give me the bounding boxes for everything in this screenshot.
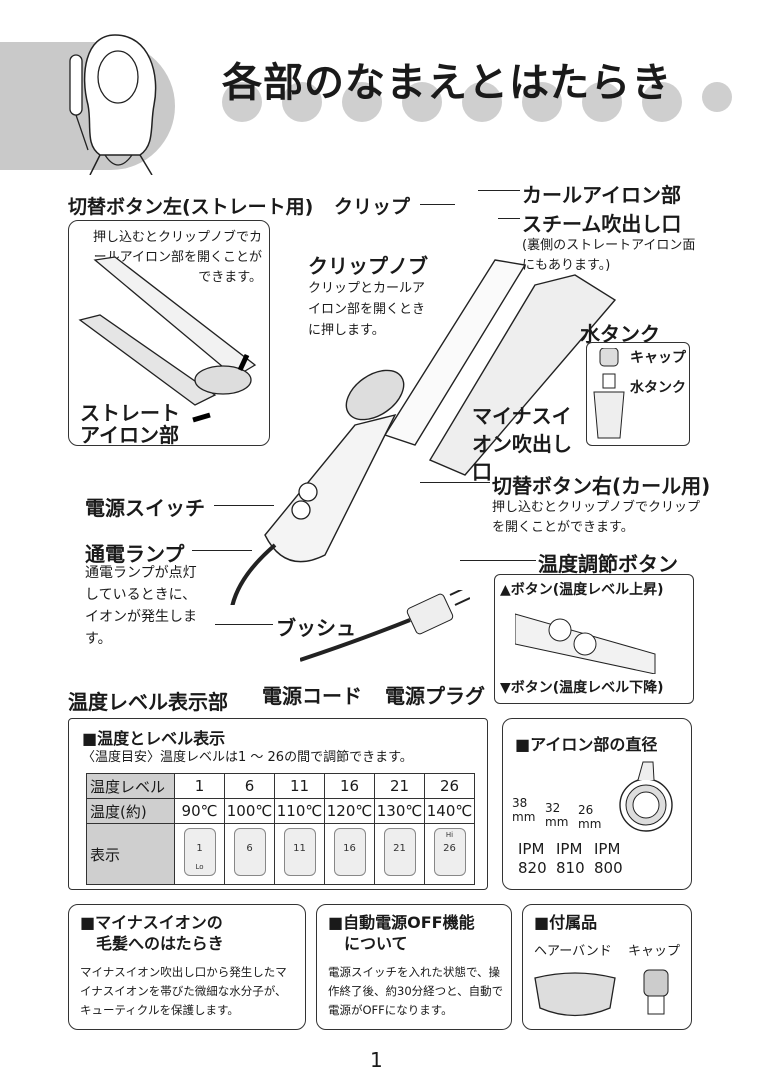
label-switch-right: 切替ボタン右(カール用) xyxy=(492,474,711,498)
level-cell: 11 xyxy=(274,773,325,799)
label-bush: ブッシュ xyxy=(276,616,356,640)
temp-button-illustration-icon xyxy=(515,613,656,674)
label-steam: スチーム吹出し口 xyxy=(522,212,682,236)
display-icon: 11 xyxy=(283,828,316,876)
label-curl-iron: カールアイロン部 xyxy=(522,183,681,207)
temp-cell: 110℃ xyxy=(274,798,325,824)
temp-cell: 100℃ xyxy=(224,798,275,824)
label-minus-ion: マイナスイオン吹出し口 xyxy=(472,404,572,484)
label-cap: キャップ xyxy=(630,350,686,366)
temp-cell: 120℃ xyxy=(324,798,375,824)
level-cell: 16 xyxy=(324,773,375,799)
level-cell: 6 xyxy=(224,773,275,799)
steam-note: (裏側のストレートアイロン面にもあります。) xyxy=(522,238,696,273)
ion-box xyxy=(68,904,306,1030)
diameter-32: 32 mm xyxy=(545,801,569,829)
auto-off-box xyxy=(316,904,512,1030)
display-icon: 16 xyxy=(333,828,366,876)
accessory-cap: キャップ xyxy=(628,944,681,959)
inset-left-desc: 押し込むとクリップノブでカールアイロン部を開くことができます。 xyxy=(92,230,262,285)
diameter-26: 26 mm xyxy=(578,803,602,831)
ion-text: マイナスイオン吹出し口から発生したマイナスイオンを帯びた微細な水分子が、キューテ… xyxy=(80,965,287,1017)
btn-up-label: ▲ボタン(温度レベル上昇) xyxy=(500,582,664,598)
diameter-title: ■アイロン部の直径 xyxy=(515,735,658,754)
page-number: 1 xyxy=(370,1048,383,1072)
temp-table-subtitle: 〈温度目安〉温度レベルは1 ～ 26の間で調節できます。 xyxy=(82,750,413,765)
label-power-lamp: 通電ランプ xyxy=(85,542,185,566)
curling-iron-illustration-icon xyxy=(230,259,617,605)
iron-diameter-icon xyxy=(619,761,673,832)
label-straight-iron: ストレートアイロン部 xyxy=(80,401,180,447)
clip-knob-desc: クリップとカールアイロン部を開くときに押します。 xyxy=(308,281,426,338)
row-disp-label: 表示 xyxy=(86,823,175,885)
label-tank: 水タンク xyxy=(630,380,686,396)
auto-off-title: ■自動電源OFF機能 について xyxy=(328,913,475,953)
water-tank-icon xyxy=(593,348,625,439)
model-820: IPM 820 xyxy=(518,840,547,877)
temp-cell: 90℃ xyxy=(174,798,225,824)
level-cell: 1 xyxy=(174,773,225,799)
accessory-hairband: ヘアーバンド xyxy=(534,944,612,959)
accessories-title: ■付属品 xyxy=(534,913,598,932)
label-cord: 電源コード xyxy=(262,684,362,708)
btn-down-label: ▼ボタン(温度レベル下降) xyxy=(500,680,664,696)
temp-table-title: ■温度とレベル表示 xyxy=(82,729,226,748)
cap-icon xyxy=(643,969,669,1015)
label-switch-left: 切替ボタン左(ストレート用) xyxy=(68,196,314,218)
model-810: IPM 810 xyxy=(556,840,585,877)
display-icon: 21 xyxy=(383,828,416,876)
straight-iron-illustration-icon xyxy=(78,256,257,423)
hairband-icon xyxy=(534,972,616,1017)
label-temp-display: 温度レベル表示部 xyxy=(68,690,228,714)
up-triangle-icon: ▲ xyxy=(500,582,511,598)
label-temp-button: 温度調節ボタン xyxy=(538,552,678,576)
down-triangle-icon: ▼ xyxy=(500,680,511,696)
ion-title: ■マイナスイオンの 毛髪へのはたらき xyxy=(80,913,224,953)
page-title: 各部のなまえとはたらき xyxy=(222,60,673,106)
switch-right-desc: 押し込むとクリップノブでクリップを開くことができます。 xyxy=(492,500,701,535)
row-temp-label: 温度(約) xyxy=(86,798,175,824)
temp-cell: 140℃ xyxy=(424,798,475,824)
level-cell: 21 xyxy=(374,773,425,799)
label-clip-knob: クリップノブ xyxy=(308,254,428,278)
diameter-38: 38 mm xyxy=(512,796,536,824)
label-clip: クリップ xyxy=(334,196,411,218)
auto-off-text: 電源スイッチを入れた状態で、操作終了後、約30分経つと、自動で電源がOFFになり… xyxy=(328,965,504,1017)
temp-cell: 130℃ xyxy=(374,798,425,824)
label-power-switch: 電源スイッチ xyxy=(85,496,205,520)
display-icon: 6 xyxy=(233,828,266,876)
plug-illustration-icon xyxy=(300,590,470,662)
temp-table: 温度レベル 1 6 11 16 21 26 温度(約) 90℃ 100℃ 110… xyxy=(86,773,475,885)
row-level-label: 温度レベル xyxy=(86,773,175,799)
power-lamp-desc: 通電ランプが点灯しているときに、イオンが発生します。 xyxy=(85,565,197,647)
label-plug: 電源プラグ xyxy=(385,684,485,708)
model-800: IPM 800 xyxy=(594,840,623,877)
level-cell: 26 xyxy=(424,773,475,799)
woman-illustration-icon xyxy=(69,34,157,175)
